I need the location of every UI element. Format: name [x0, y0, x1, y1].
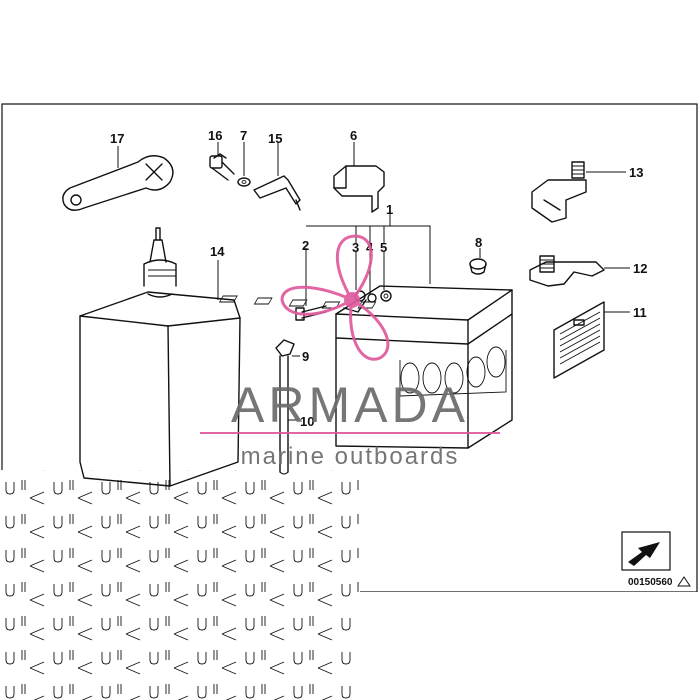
part-11-grille	[553, 301, 605, 379]
callout-14: 14	[210, 244, 225, 259]
callout-13: 13	[629, 165, 643, 180]
part-8-cap	[469, 258, 487, 275]
watermark-underline	[200, 432, 500, 434]
part-13-clamp	[531, 161, 587, 223]
part-7-washer	[237, 177, 251, 187]
part-17-wrench	[62, 155, 174, 211]
callout-3: 3	[352, 240, 359, 255]
callout-8: 8	[475, 235, 482, 250]
callout-6: 6	[350, 128, 357, 143]
callout-9: 9	[302, 349, 309, 364]
callout-17: 17	[110, 131, 124, 146]
part-9-elbow	[275, 339, 295, 357]
part-10-hose	[279, 355, 289, 475]
part-15-bracket	[253, 175, 301, 211]
callout-15: 15	[268, 131, 282, 146]
callout-1: 1	[386, 202, 393, 217]
part-12-clamp	[529, 255, 605, 287]
tile-artifact	[0, 470, 700, 700]
callout-12: 12	[633, 261, 647, 276]
arrow-direction-icon	[621, 531, 671, 571]
part-4-washer	[367, 293, 377, 303]
armada-watermark: ARMADA marine outboards	[200, 234, 500, 470]
callout-5: 5	[380, 240, 387, 255]
reference-number: 00150560	[628, 577, 673, 588]
part-14-bottle	[79, 227, 241, 487]
leader-lines	[117, 142, 630, 421]
callout-2: 2	[302, 238, 309, 253]
watermark-brand: ARMADA	[231, 377, 469, 433]
part-16-screw	[209, 153, 235, 181]
propeller-logo	[280, 234, 390, 361]
callout-11: 11	[633, 305, 647, 320]
part-5-nut	[380, 290, 392, 302]
part-6-cover	[333, 165, 385, 213]
part-1-battery	[218, 285, 513, 449]
warning-triangle-icon	[677, 576, 691, 587]
watermark-tagline: marine outboards	[241, 443, 460, 470]
callout-7: 7	[240, 128, 247, 143]
callout-10: 10	[300, 414, 314, 429]
callout-16: 16	[208, 128, 222, 143]
